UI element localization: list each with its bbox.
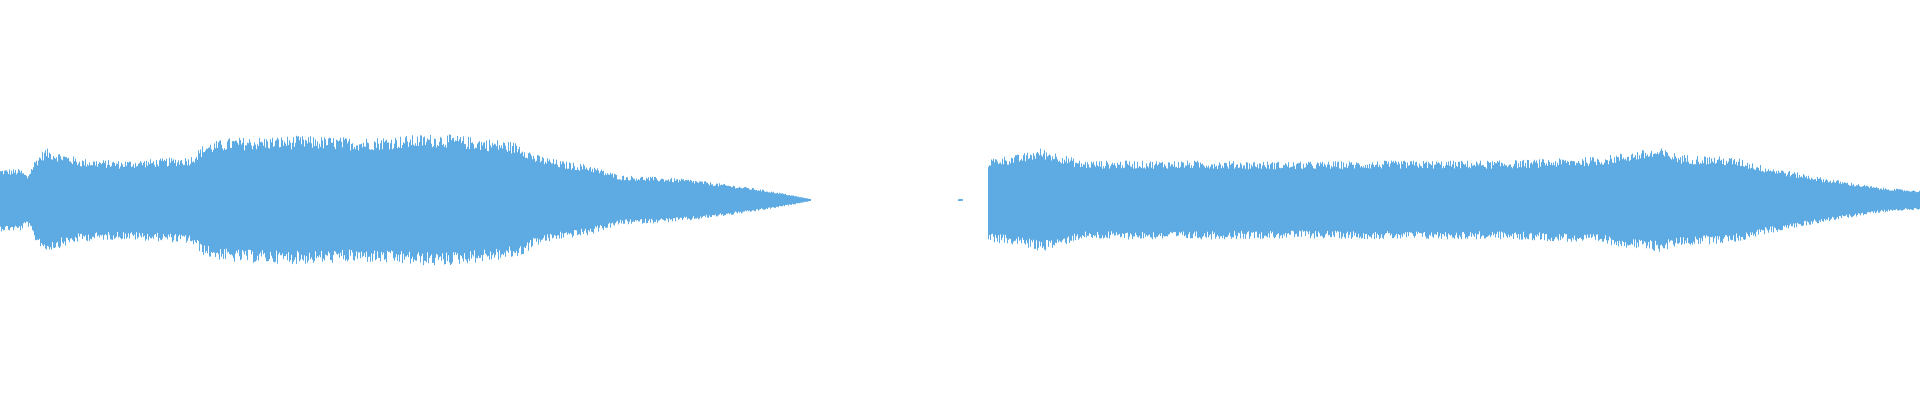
waveform-segment-3 xyxy=(988,148,1920,252)
waveform-segment-2 xyxy=(958,199,963,201)
waveform-segment-1 xyxy=(0,134,811,266)
